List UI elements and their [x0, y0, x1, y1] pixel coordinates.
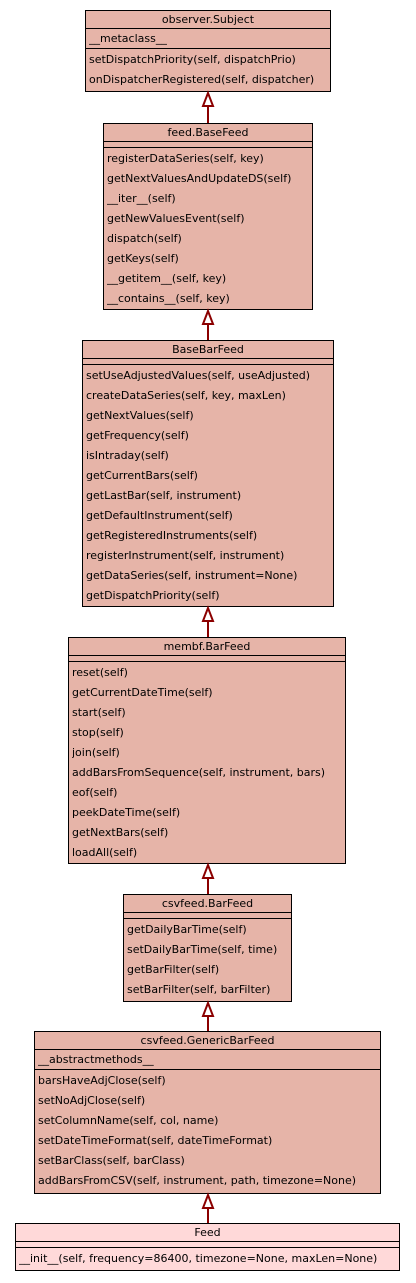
class-feed-basefeed[interactable]: feed.BaseFeed registerDataSeries(self, k…	[103, 123, 313, 310]
attributes-compartment: __abstractmethods__	[35, 1050, 380, 1070]
method: getDefaultInstrument(self)	[86, 509, 233, 522]
class-name: csvfeed.BarFeed	[124, 895, 291, 913]
method: stop(self)	[72, 726, 124, 739]
method: getCurrentDateTime(self)	[72, 686, 213, 699]
class-name: observer.Subject	[86, 11, 330, 29]
method: eof(self)	[72, 786, 118, 799]
method: setDateTimeFormat(self, dateTimeFormat)	[38, 1134, 273, 1147]
method: start(self)	[72, 706, 126, 719]
class-name: BaseBarFeed	[83, 341, 333, 359]
methods-compartment: registerDataSeries(self, key) getNextVal…	[104, 148, 312, 309]
methods-compartment: __init__(self, frequency=86400, timezone…	[16, 1248, 399, 1269]
class-name: Feed	[16, 1224, 399, 1242]
attribute: __metaclass__	[89, 32, 167, 45]
method: setNoAdjClose(self)	[38, 1094, 146, 1107]
inheritance-arrowhead	[201, 1192, 215, 1209]
inheritance-arrowhead	[201, 1000, 215, 1017]
class-observer-subject[interactable]: observer.Subject __metaclass__ setDispat…	[85, 10, 331, 92]
method: __contains__(self, key)	[107, 292, 230, 305]
method: __getitem__(self, key)	[107, 272, 227, 285]
method: setDispatchPriority(self, dispatchPrio)	[89, 53, 296, 66]
method: join(self)	[72, 746, 120, 759]
method: getDailyBarTime(self)	[127, 923, 247, 936]
inheritance-arrowhead	[201, 605, 215, 622]
method: getBarFilter(self)	[127, 963, 220, 976]
method: dispatch(self)	[107, 232, 182, 245]
method: peekDateTime(self)	[72, 806, 181, 819]
method: getNextValues(self)	[86, 409, 194, 422]
method: addBarsFromCSV(self, instrument, path, t…	[38, 1174, 357, 1187]
method: getDispatchPriority(self)	[86, 589, 220, 602]
method: registerDataSeries(self, key)	[107, 152, 264, 165]
method: getNewValuesEvent(self)	[107, 212, 245, 225]
method: registerInstrument(self, instrument)	[86, 549, 285, 562]
attributes-compartment: __metaclass__	[86, 29, 330, 49]
method: loadAll(self)	[72, 846, 138, 859]
method: __iter__(self)	[107, 192, 176, 205]
method: setUseAdjustedValues(self, useAdjusted)	[86, 369, 311, 382]
inheritance-arrowhead	[201, 862, 215, 879]
method: getKeys(self)	[107, 252, 179, 265]
class-feed[interactable]: Feed __init__(self, frequency=86400, tim…	[15, 1223, 400, 1271]
class-basebarfeed[interactable]: BaseBarFeed setUseAdjustedValues(self, u…	[82, 340, 334, 607]
method: setBarClass(self, barClass)	[38, 1154, 185, 1167]
methods-compartment: setUseAdjustedValues(self, useAdjusted) …	[83, 365, 333, 606]
attribute: __abstractmethods__	[38, 1053, 154, 1066]
method: getFrequency(self)	[86, 429, 189, 442]
class-membf-barfeed[interactable]: membf.BarFeed reset(self) getCurrentDate…	[68, 637, 346, 864]
methods-compartment: reset(self) getCurrentDateTime(self) sta…	[69, 662, 345, 863]
method: onDispatcherRegistered(self, dispatcher)	[89, 73, 315, 86]
methods-compartment: barsHaveAdjClose(self) setNoAdjClose(sel…	[35, 1070, 380, 1191]
attributes-compartment	[124, 913, 291, 919]
attributes-compartment	[83, 359, 333, 365]
method: getNextBars(self)	[72, 826, 169, 839]
method: isIntraday(self)	[86, 449, 169, 462]
attributes-compartment	[16, 1242, 399, 1248]
method: getCurrentBars(self)	[86, 469, 198, 482]
method: barsHaveAdjClose(self)	[38, 1074, 166, 1087]
method: __init__(self, frequency=86400, timezone…	[19, 1252, 378, 1265]
attributes-compartment	[69, 656, 345, 662]
method: getNextValuesAndUpdateDS(self)	[107, 172, 292, 185]
method: createDataSeries(self, key, maxLen)	[86, 389, 286, 402]
attributes-compartment	[104, 142, 312, 148]
method: getDataSeries(self, instrument=None)	[86, 569, 298, 582]
methods-compartment: setDispatchPriority(self, dispatchPrio) …	[86, 49, 330, 90]
method: getRegisteredInstruments(self)	[86, 529, 258, 542]
inheritance-arrowhead	[201, 90, 215, 107]
method: addBarsFromSequence(self, instrument, ba…	[72, 766, 326, 779]
class-name: feed.BaseFeed	[104, 124, 312, 142]
inheritance-arrowhead	[201, 308, 215, 325]
method: reset(self)	[72, 666, 128, 679]
method: setColumnName(self, col, name)	[38, 1114, 219, 1127]
class-name: csvfeed.GenericBarFeed	[35, 1032, 380, 1050]
class-csvfeed-barfeed[interactable]: csvfeed.BarFeed getDailyBarTime(self) se…	[123, 894, 292, 1002]
class-name: membf.BarFeed	[69, 638, 345, 656]
method: getLastBar(self, instrument)	[86, 489, 242, 502]
method: setBarFilter(self, barFilter)	[127, 983, 271, 996]
methods-compartment: getDailyBarTime(self) setDailyBarTime(se…	[124, 919, 291, 1000]
method: setDailyBarTime(self, time)	[127, 943, 278, 956]
class-csvfeed-genericbarfeed[interactable]: csvfeed.GenericBarFeed __abstractmethods…	[34, 1031, 381, 1194]
